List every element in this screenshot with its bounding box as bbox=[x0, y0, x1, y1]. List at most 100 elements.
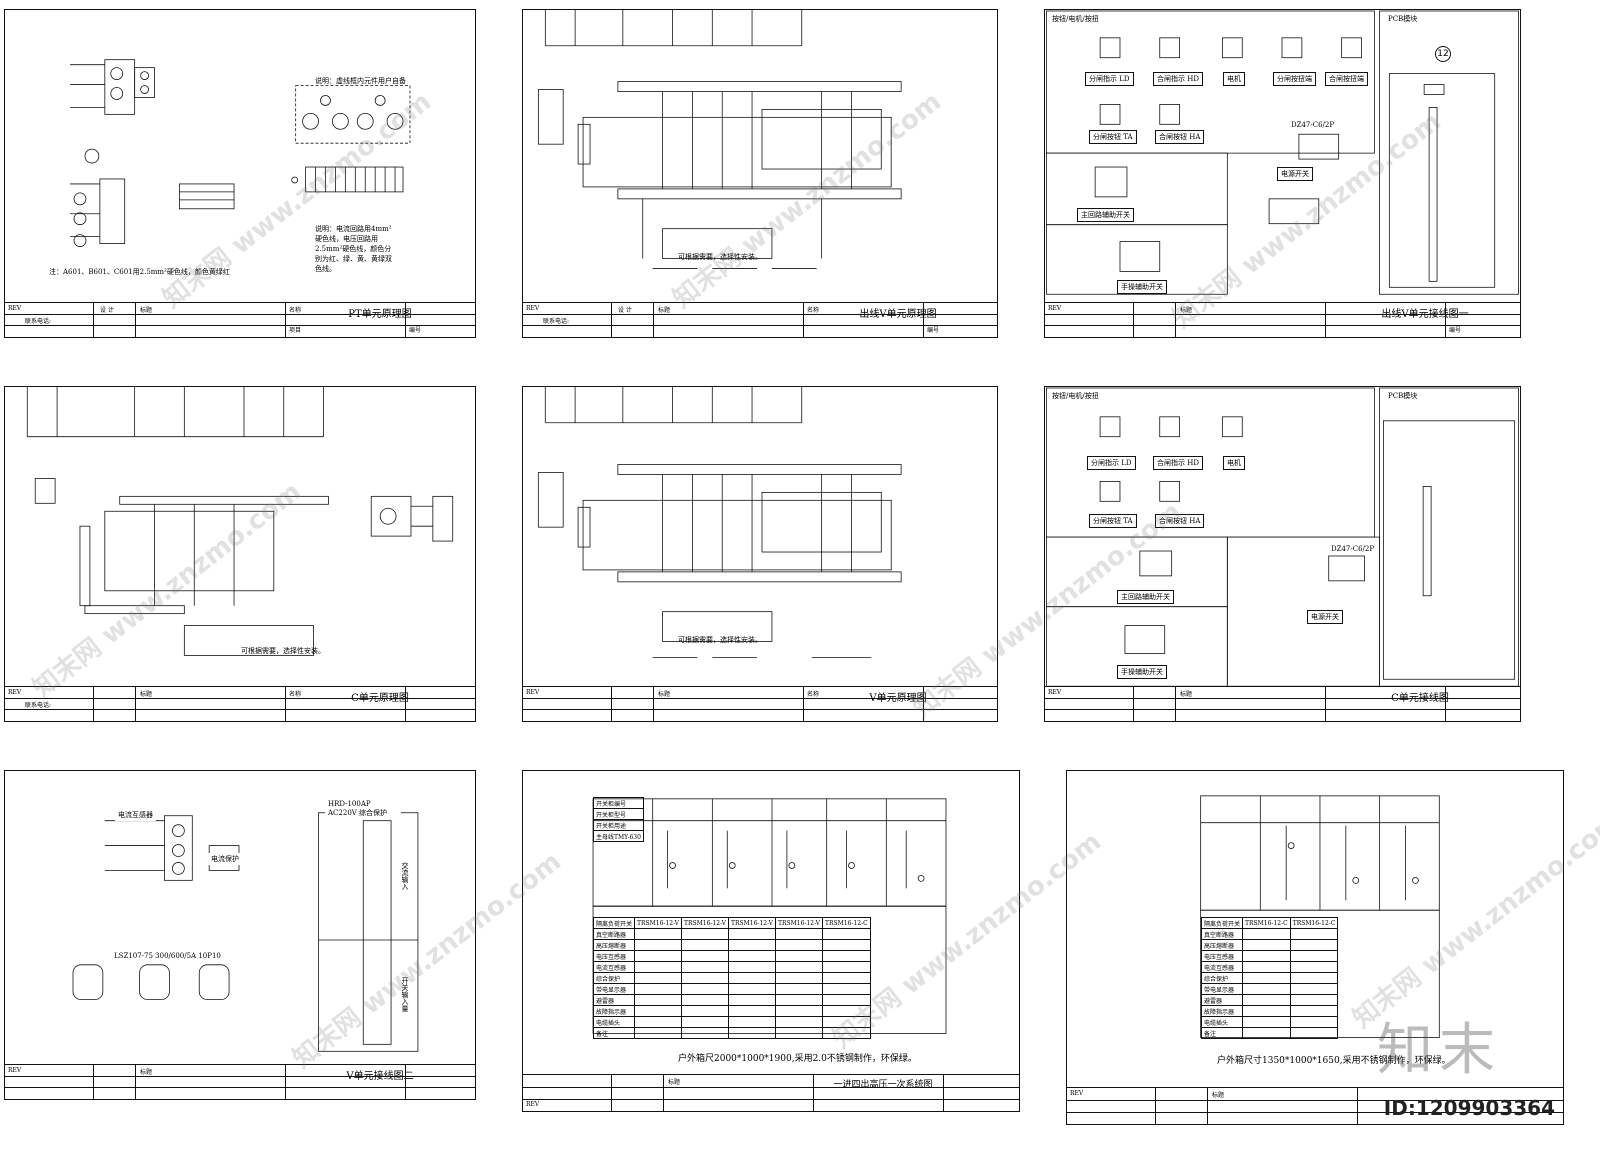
row-remark: 备注 bbox=[592, 1027, 636, 1039]
label-current-protection: 电流保护 bbox=[208, 853, 242, 865]
row-vt: 电压互感器 bbox=[592, 950, 636, 962]
titleblock: REV 标题 编号 出线V单元接线图一 bbox=[1045, 302, 1520, 337]
label-switch-input: 开关输入量 bbox=[397, 976, 413, 1013]
sheet-title: C单元接线图 bbox=[1391, 693, 1449, 704]
label-breaker-model: DZ47-C6/2P bbox=[1288, 120, 1338, 130]
tb-rev: REV bbox=[526, 689, 540, 696]
label-ac-input: 交流输入 bbox=[397, 861, 413, 891]
sheet-outgoing-v-wiring: 按钮/电机/按扭 PCB模块 分闸指示 LD 合闸指示 HD 电机 分闸按扭端 … bbox=[1044, 9, 1521, 338]
sheet-title: V单元接线图二 bbox=[346, 1071, 414, 1082]
tb-title-lbl: 标题 bbox=[658, 691, 671, 698]
tb-title-lbl: 标题 bbox=[1212, 1092, 1225, 1099]
sheet-title: 出线V单元原理图 bbox=[859, 309, 937, 320]
two-cabinet-drawing bbox=[1200, 795, 1440, 1038]
system-header-table: 开关柜编号 开关柜型号 开关柜用途 主母线TMY-630 bbox=[593, 797, 644, 842]
sheet-title: PT单元原理图 bbox=[348, 309, 412, 320]
label-breaker-model: DZ47-C6/2P bbox=[1328, 544, 1378, 554]
row-ct: 电流互感器 bbox=[592, 961, 636, 973]
image-id: ID:1209903364 bbox=[1383, 1096, 1555, 1120]
marker-12: 12 bbox=[1435, 46, 1451, 62]
hdr-cabinet-model: 开关柜型号 bbox=[593, 808, 644, 820]
row-arrester: 避雷器 bbox=[1200, 994, 1244, 1006]
titleblock: REV 联系电话: 设 计 标题 名称 编号 出线V单元原理图 bbox=[523, 302, 997, 337]
outgoing-v-wiring-drawing bbox=[1046, 10, 1519, 295]
c-unit-drawing bbox=[26, 387, 454, 656]
tb-project: 项目 bbox=[289, 327, 302, 334]
label-main-aux-switch: 主回路辅助开关 bbox=[1117, 590, 1174, 604]
model-5: TRSM16-12-C bbox=[822, 917, 871, 929]
label-main-aux-switch: 主回路辅助开关 bbox=[1077, 208, 1134, 222]
row-cable-plug: 电缆插头 bbox=[592, 1016, 636, 1028]
row-fault-indicator: 故障指示器 bbox=[1200, 1005, 1244, 1017]
tb-rev: REV bbox=[526, 1101, 540, 1108]
tb-title-lbl: 标题 bbox=[1180, 691, 1193, 698]
label-current-transformer: 电流互感器 bbox=[115, 809, 156, 821]
label-pcb-module: PCB模块 bbox=[1385, 13, 1421, 25]
pt-note-1: 说明：虚线框内元件用户自备 bbox=[315, 77, 406, 85]
model-3: TRSM16-12-V bbox=[728, 917, 777, 929]
sheet-title: 出线V单元接线图一 bbox=[1381, 309, 1469, 320]
titleblock: REV 联系电话: 设 计 标题 名称 项目 编号 PT单元原理图 bbox=[5, 302, 475, 337]
v-unit-wiring-2-drawing bbox=[72, 812, 419, 1052]
tb-no: 编号 bbox=[927, 327, 940, 334]
row-vacuum-breaker: 真空断路器 bbox=[1200, 928, 1244, 940]
c-unit-note: 可根据需要，选择性安装。 bbox=[241, 647, 325, 655]
tb-title-lbl: 标题 bbox=[140, 691, 153, 698]
label-open-indicator: 分闸指示 LD bbox=[1087, 456, 1136, 470]
row-protection: 综合保护 bbox=[592, 972, 636, 984]
label-manual-aux-switch: 手操辅助开关 bbox=[1117, 280, 1167, 294]
titleblock: REV 标题 V单元接线图二 bbox=[5, 1064, 475, 1099]
model-1: TRSM16-12-V bbox=[634, 917, 683, 929]
titleblock: REV 联系电话: 标题 名称 C单元原理图 bbox=[5, 686, 475, 721]
enclosure-note: 户外箱尺寸1350*1000*1650,采用不锈钢制作，环保绿。 bbox=[1217, 1056, 1451, 1066]
tb-title-lbl: 标题 bbox=[140, 307, 153, 314]
tb-title-lbl: 标题 bbox=[668, 1079, 681, 1086]
pt-unit-drawing bbox=[70, 59, 411, 247]
row-cable-plug: 电缆插头 bbox=[1200, 1016, 1244, 1028]
tb-rev: REV bbox=[8, 1067, 22, 1074]
tb-phone: 联系电话: bbox=[25, 702, 52, 709]
titleblock: REV 标题 C单元接线图 bbox=[1045, 686, 1520, 721]
label-power-switch: 电源开关 bbox=[1277, 167, 1313, 181]
tb-name-lbl: 名称 bbox=[289, 691, 302, 698]
row-live-display: 带电显示器 bbox=[592, 983, 636, 995]
sheet-title: V单元原理图 bbox=[869, 693, 927, 704]
row-hv-fuse: 高压熔断器 bbox=[1200, 939, 1244, 951]
label-ct-model: LSZ107-75 300/600/5A 10P10 bbox=[111, 951, 224, 961]
label-open-button: 分闸按钮 TA bbox=[1089, 130, 1137, 144]
row-ct: 电流互感器 bbox=[1200, 961, 1244, 973]
brand-logo: 知末 bbox=[1377, 1018, 1501, 1083]
tb-rev: REV bbox=[8, 305, 22, 312]
tb-phone: 联系电话: bbox=[543, 318, 570, 325]
sheet-c-unit-wiring: 按钮/电机/按扭 PCB模块 分闸指示 LD 合闸指示 HD 电机 分闸按钮 T… bbox=[1044, 386, 1521, 722]
v-unit-drawing bbox=[537, 387, 902, 658]
tb-name-lbl: 名称 bbox=[289, 307, 302, 314]
model-2: TRSM16-12-V bbox=[681, 917, 730, 929]
label-close-button: 合闸按钮 HA bbox=[1155, 514, 1205, 528]
label-open-button-end: 分闸按扭端 bbox=[1273, 72, 1316, 86]
tb-phone: 联系电话: bbox=[25, 318, 52, 325]
v-unit-note: 可根据需要，选择性安装。 bbox=[678, 636, 762, 644]
outgoing-v-drawing bbox=[537, 10, 902, 269]
tb-rev: REV bbox=[1070, 1090, 1084, 1097]
tb-no: 编号 bbox=[409, 327, 422, 334]
row-hv-fuse: 高压熔断器 bbox=[592, 939, 636, 951]
sheet-v-unit-wiring-2: 电流互感器 LSZ107-75 300/600/5A 10P10 电流保护 HR… bbox=[4, 770, 476, 1100]
row-load-switch: 隔离负荷开关 bbox=[1200, 917, 1244, 929]
tb-rev: REV bbox=[1048, 305, 1062, 312]
tb-rev: REV bbox=[8, 689, 22, 696]
label-power-switch: 电源开关 bbox=[1307, 610, 1343, 624]
label-close-indicator: 合闸指示 HD bbox=[1153, 72, 1203, 86]
tb-title-lbl: 标题 bbox=[658, 307, 671, 314]
label-pcb-module: PCB模块 bbox=[1385, 390, 1421, 402]
tb-no: 编号 bbox=[1449, 327, 1462, 334]
hdr-cabinet-no: 开关柜编号 bbox=[593, 797, 644, 809]
sheet-title: C单元原理图 bbox=[351, 693, 409, 704]
label-hrd-protection: HRD-100AP AC220V 综合保护 bbox=[325, 799, 401, 819]
label-open-indicator: 分闸指示 LD bbox=[1085, 72, 1134, 86]
hdr-cabinet-use: 开关柜用途 bbox=[593, 819, 644, 831]
titleblock: REV 标题 名称 V单元原理图 bbox=[523, 686, 997, 721]
tb-design: 设 计 bbox=[100, 307, 114, 314]
